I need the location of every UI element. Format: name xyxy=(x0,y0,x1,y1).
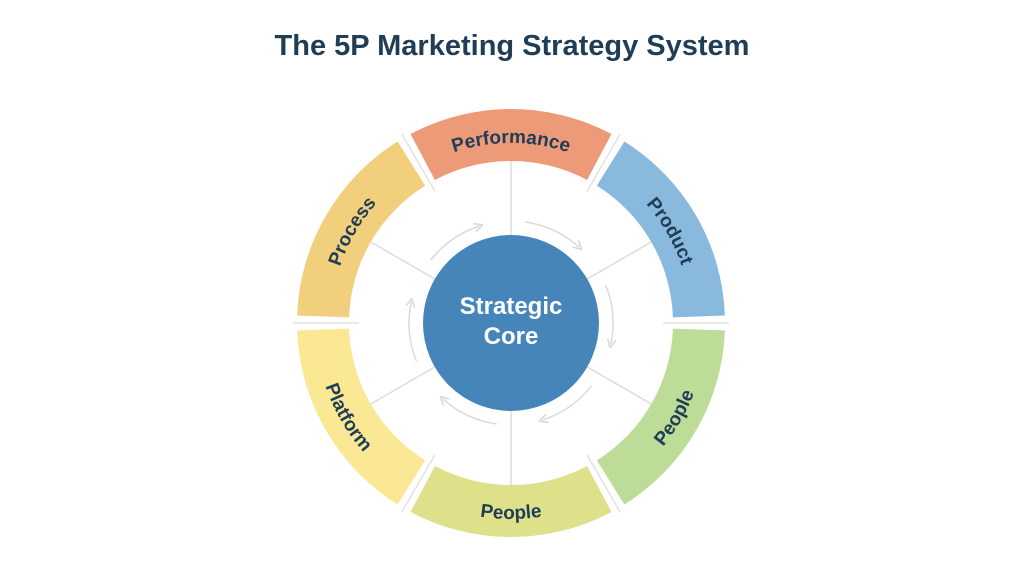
spoke-line xyxy=(586,366,652,405)
segment-band xyxy=(596,328,725,505)
cycle-arrow xyxy=(443,399,497,425)
spoke-line xyxy=(370,241,436,280)
segment-performance[interactable]: Performance xyxy=(410,108,612,180)
segment-separator xyxy=(401,454,436,513)
segment-band xyxy=(297,328,426,505)
segment-separator xyxy=(401,133,436,192)
segment-band xyxy=(596,141,725,318)
segment-band xyxy=(410,108,612,180)
cycle-arrow xyxy=(525,221,579,247)
cycle-arrow xyxy=(604,284,613,344)
segment-people[interactable]: People xyxy=(596,328,725,505)
spoke-line xyxy=(370,366,436,405)
segment-people[interactable]: People xyxy=(410,466,612,537)
segment-band xyxy=(410,466,612,537)
segment-platform[interactable]: Platform xyxy=(297,328,426,505)
cycle-arrow xyxy=(543,385,592,420)
spoke-line xyxy=(586,241,652,280)
segment-band xyxy=(297,141,426,318)
segment-separator xyxy=(586,133,621,192)
segment-label: People xyxy=(479,501,542,524)
core-label-line1: Strategic xyxy=(460,293,563,320)
segment-separator xyxy=(586,454,621,513)
cycle-arrow xyxy=(409,302,418,362)
segment-label-text: People xyxy=(479,501,542,524)
diagram-title: The 5P Marketing Strategy System xyxy=(274,30,750,62)
segment-product[interactable]: Product xyxy=(596,141,725,318)
segment-process[interactable]: Process xyxy=(297,141,426,318)
core-label-line2: Core xyxy=(484,323,539,350)
cycle-arrow xyxy=(430,226,480,261)
strategic-core-circle xyxy=(423,235,599,411)
